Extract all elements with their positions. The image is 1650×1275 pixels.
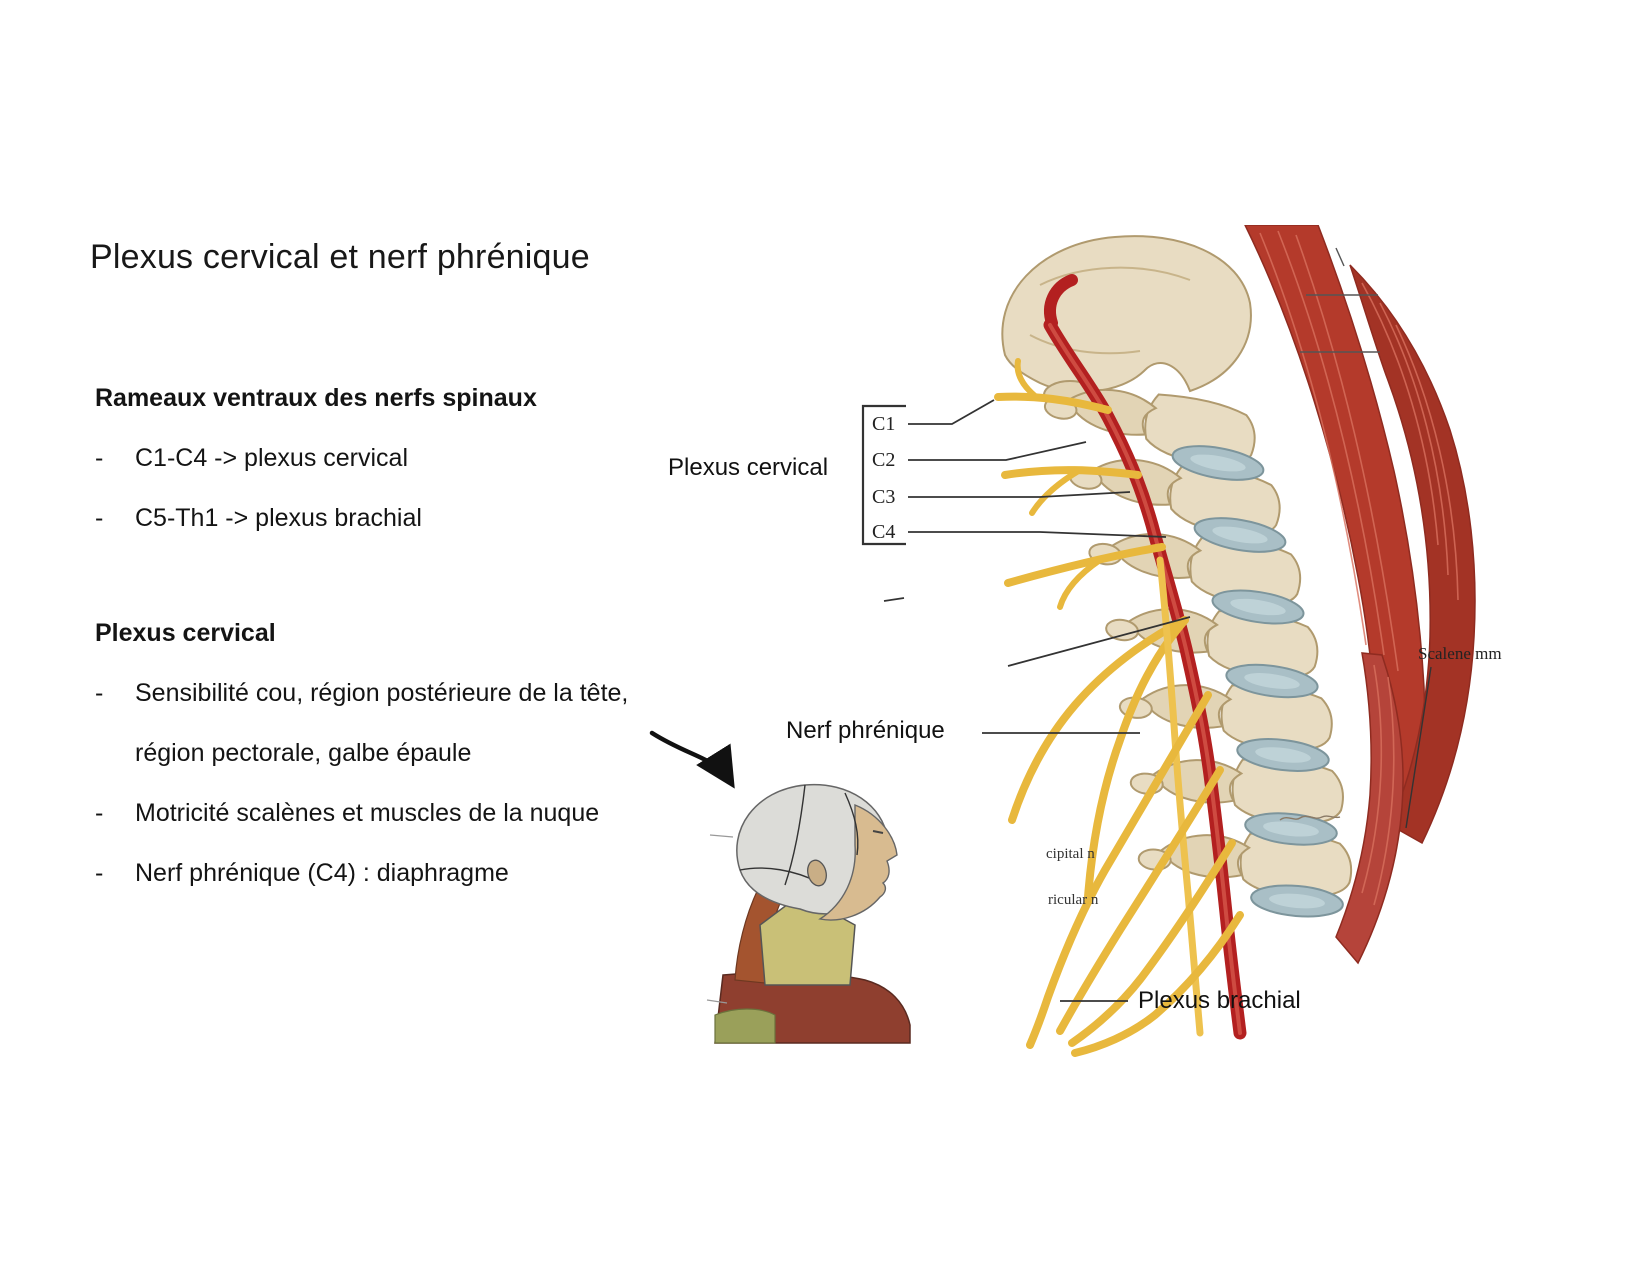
small-tick <box>883 597 905 602</box>
label-plexus-cervical: Plexus cervical <box>668 454 829 481</box>
c2-leader-line <box>908 441 1087 461</box>
c3-leader-line <box>908 491 1131 498</box>
head-neck-illustration <box>706 783 911 1044</box>
nerve-c1-root <box>994 392 1112 414</box>
c4-leader-line <box>908 531 1167 538</box>
cervical-vertebrae <box>1039 367 1355 902</box>
bullet-dash: - <box>95 799 104 827</box>
face-zone <box>818 803 898 921</box>
bullet-text: Sensibilité cou, région postérieure de l… <box>135 679 629 767</box>
vertebra-label-c4: C4 <box>872 521 896 543</box>
intervertebral-discs <box>1171 445 1344 918</box>
posterior-neck-muscles <box>1244 225 1476 845</box>
bullet-sensibilite: - Sensibilité cou, région postérieure de… <box>95 663 655 783</box>
dermatome-division-lines <box>739 784 859 886</box>
nerve-c4-root <box>1008 616 1189 824</box>
leader-remnants <box>706 834 734 1004</box>
vertebral-artery <box>1043 274 1247 1040</box>
curved-arrow <box>649 730 735 789</box>
artist-signature-squiggle <box>1279 815 1341 821</box>
left-text-column: Rameaux ventraux des nerfs spinaux - C1-… <box>95 368 655 903</box>
shoulder-zone <box>714 971 911 1044</box>
bullet-text: C5-Th1 -> plexus brachial <box>135 504 422 532</box>
chest-zone <box>714 1008 776 1044</box>
bullet-dash: - <box>95 444 104 472</box>
label-nerf-phrenique: Nerf phrénique <box>786 717 945 744</box>
label-plexus-brachial: Plexus brachial <box>1138 987 1301 1014</box>
bullet-motricite: - Motricité scalènes et muscles de la nu… <box>95 783 655 843</box>
bullet-c1-c4: - C1-C4 -> plexus cervical <box>95 428 655 488</box>
cranium <box>736 783 888 915</box>
label-scalene-mm: Scalene mm <box>1418 644 1502 663</box>
bullet-dash: - <box>95 504 104 532</box>
bullet-dash: - <box>95 679 104 707</box>
page-title: Plexus cervical et nerf phrénique <box>90 238 590 276</box>
section-heading-rameaux: Rameaux ventraux des nerfs spinaux <box>95 384 537 412</box>
cervical-nerves <box>994 358 1244 1057</box>
phrenic-nerve <box>1156 556 1204 1037</box>
bullet-c5-th1: - C5-Th1 -> plexus brachial <box>95 488 655 548</box>
skull-base <box>1001 235 1252 410</box>
vertebra-label-c2: C2 <box>872 449 896 471</box>
bullet-text: C1-C4 -> plexus cervical <box>135 444 409 472</box>
bullet-text: Motricité scalènes et muscles de la nuqu… <box>135 799 600 827</box>
bullet-text: Nerf phrénique (C4) : diaphragme <box>135 859 509 887</box>
bullet-dash: - <box>95 859 104 887</box>
plexus-leader-line <box>1007 616 1191 667</box>
label-auricular-n: ricular n <box>1048 892 1099 908</box>
eye-line <box>872 830 884 834</box>
ear <box>807 859 827 887</box>
scalene-leader-line <box>1405 666 1432 829</box>
bullet-nerf-phrenique: - Nerf phrénique (C4) : diaphragme <box>95 843 655 903</box>
nerve-c2-root <box>1001 466 1142 479</box>
section-heading-plexus-cervical: Plexus cervical <box>95 619 276 647</box>
back-of-neck-zone <box>734 884 786 984</box>
cropped-leader-remnants <box>1300 247 1380 353</box>
vertebra-label-c1: C1 <box>872 413 896 435</box>
vertebra-label-c3: C3 <box>872 486 896 508</box>
nerve-c3-root <box>1004 543 1166 587</box>
label-occipital-n: cipital n <box>1046 846 1095 862</box>
scalene-muscle <box>1335 652 1404 965</box>
c1-leader-line <box>908 399 995 425</box>
throat-zone <box>759 894 856 986</box>
